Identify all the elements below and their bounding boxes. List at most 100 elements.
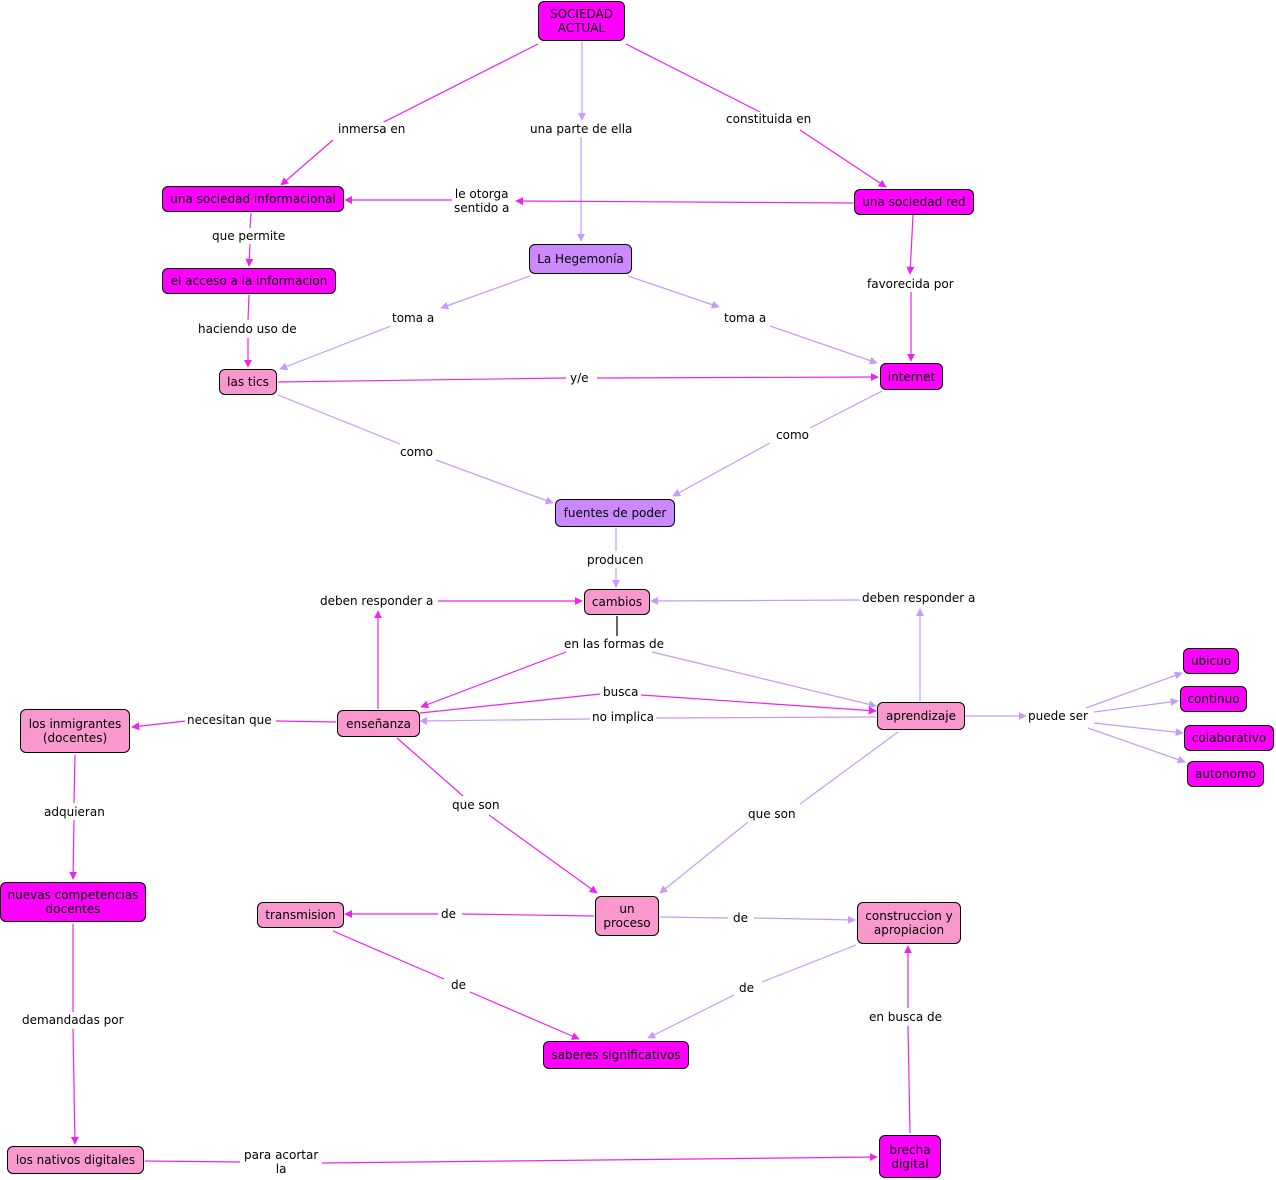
link-deben-responder-left: deben responder a bbox=[318, 594, 436, 608]
edge-de-saberes bbox=[469, 991, 580, 1040]
edge-puedeser-colaborativo bbox=[1093, 722, 1184, 737]
edge-queson-proceso bbox=[488, 814, 598, 894]
edge-ensenanza-busca bbox=[419, 693, 601, 714]
link-de-saberes-left: de bbox=[449, 978, 468, 992]
edge-actual-inmersa bbox=[371, 43, 539, 129]
edge-puedeser-ubicuo bbox=[1085, 671, 1183, 709]
edge-proceso-de-trans bbox=[461, 913, 595, 917]
link-como-left: como bbox=[398, 445, 435, 459]
edge-aprendizaje-queson bbox=[799, 731, 899, 805]
link-y-e: y/e bbox=[568, 371, 591, 385]
edge-tics-ye bbox=[277, 377, 567, 383]
edge-constituida-red bbox=[799, 129, 887, 188]
node-nativos-digitales[interactable]: los nativos digitales bbox=[7, 1146, 144, 1174]
edge-hegemonia-tomaleft bbox=[440, 275, 531, 310]
node-colaborativo[interactable]: colaborativo bbox=[1184, 725, 1274, 751]
link-favorecida-por: favorecida por bbox=[865, 277, 956, 291]
node-internet[interactable]: internet bbox=[880, 363, 943, 390]
link-producen: producen bbox=[585, 553, 646, 567]
edge-acortar-brecha bbox=[321, 1153, 878, 1164]
edge-transmision-de bbox=[332, 930, 445, 980]
edge-ensenanza-necesitan bbox=[275, 720, 337, 723]
link-toma-a-left: toma a bbox=[390, 311, 437, 325]
link-adquieran: adquieran bbox=[42, 805, 107, 819]
node-transmision[interactable]: transmision bbox=[257, 902, 344, 928]
link-en-las-formas-de: en las formas de bbox=[562, 637, 666, 651]
node-un-proceso[interactable]: un proceso bbox=[595, 896, 659, 936]
edge-deben-cambios2 bbox=[650, 596, 861, 605]
node-acceso-informacion[interactable]: el acceso a la informacion bbox=[162, 268, 336, 294]
node-sociedad-red[interactable]: una sociedad red bbox=[854, 189, 974, 215]
link-de-transmision: de bbox=[439, 907, 458, 921]
node-continuo[interactable]: continuo bbox=[1180, 686, 1247, 712]
node-saberes-significativos[interactable]: saberes significativos bbox=[543, 1041, 689, 1069]
link-como-right: como bbox=[774, 428, 811, 442]
edge-aprendizaje-noimplica bbox=[655, 716, 877, 719]
edge-busca-aprendizaje bbox=[640, 694, 877, 715]
link-constituida-en: constituida en bbox=[724, 112, 814, 126]
edge-ensenanza-queson bbox=[396, 737, 464, 797]
node-aprendizaje[interactable]: aprendizaje bbox=[877, 702, 965, 730]
edge-formas-ensenanza bbox=[420, 651, 567, 709]
link-deben-responder-right: deben responder a bbox=[860, 591, 978, 605]
edge-formas-aprendizaje bbox=[651, 651, 877, 709]
edge-puedeser-continuo bbox=[1093, 697, 1179, 713]
edge-quepermite-acceso bbox=[245, 243, 254, 267]
edge-inmigrantes-adquieran bbox=[73, 754, 76, 804]
link-que-son-left: que son bbox=[450, 798, 502, 812]
edge-red-leotorga bbox=[515, 197, 854, 206]
edge-brecha-enbusca bbox=[907, 1025, 911, 1134]
edge-acceso-haciendo bbox=[247, 294, 250, 321]
edge-hegemonia-tomaright bbox=[627, 275, 720, 309]
edge-puedeser-autonomo bbox=[1087, 727, 1186, 764]
link-una-parte-de-ella: una parte de ella bbox=[528, 122, 635, 136]
link-que-permite: que permite bbox=[210, 229, 288, 243]
link-en-busca-de: en busca de bbox=[867, 1010, 945, 1024]
edge-actual-constituida bbox=[625, 43, 761, 113]
edge-de-construccion bbox=[753, 915, 856, 924]
node-fuentes-de-poder[interactable]: fuentes de poder bbox=[555, 499, 675, 527]
link-toma-a-right: toma a bbox=[722, 311, 769, 325]
node-ubicuo[interactable]: ubicuo bbox=[1183, 648, 1239, 674]
node-hegemonia[interactable]: La Hegemonía bbox=[529, 244, 632, 274]
edge-inmersa-informacional bbox=[280, 139, 334, 186]
link-inmersa-en: inmersa en bbox=[336, 122, 408, 136]
link-para-acortar-la: para acortar la bbox=[242, 1148, 321, 1176]
edge-nativos-acortar bbox=[144, 1160, 241, 1163]
edge-de-saberes2 bbox=[647, 994, 735, 1039]
edge-informacional-quepermite bbox=[249, 212, 252, 229]
link-le-otorga: le otorga sentido a bbox=[452, 187, 512, 215]
edge-tomaright-internet bbox=[769, 325, 878, 365]
edge-necesitan-inmigrantes bbox=[131, 720, 187, 731]
node-inmigrantes[interactable]: los inmigrantes (docentes) bbox=[20, 709, 130, 753]
edge-demandadas-nativos bbox=[70, 1028, 79, 1145]
edge-tics-como bbox=[277, 394, 401, 445]
edge-proceso-de-constr bbox=[659, 916, 729, 919]
link-busca: busca bbox=[601, 685, 641, 699]
edge-noimplica-ensenanza bbox=[419, 716, 591, 725]
link-de-construccion: de bbox=[731, 911, 750, 925]
node-cambios[interactable]: cambios bbox=[584, 589, 650, 615]
link-no-implica: no implica bbox=[590, 710, 657, 724]
edge-queson-proceso2 bbox=[659, 821, 749, 894]
link-haciendo-uso-de: haciendo uso de bbox=[196, 322, 299, 336]
edge-red-favorecida bbox=[906, 214, 915, 275]
node-sociedad-informacional[interactable]: una sociedad informacional bbox=[162, 186, 344, 212]
link-que-son-right: que son bbox=[746, 807, 798, 821]
node-sociedad-actual[interactable]: SOCIEDAD ACTUAL bbox=[538, 1, 625, 41]
link-puede-ser: puede ser bbox=[1026, 709, 1090, 723]
node-construccion-apropiacion[interactable]: construccion y apropiacion bbox=[857, 902, 961, 944]
link-demandadas-por: demandadas por bbox=[20, 1013, 126, 1027]
edge-tomaleft-tics bbox=[279, 325, 392, 371]
node-nuevas-competencias[interactable]: nuevas competencias docentes bbox=[0, 882, 146, 922]
node-las-tics[interactable]: las tics bbox=[219, 369, 277, 395]
node-autonomo[interactable]: autonomo bbox=[1187, 761, 1264, 787]
edge-como-fuentes bbox=[435, 459, 554, 505]
link-necesitan-que: necesitan que bbox=[185, 713, 274, 727]
edge-adquieran-competencias bbox=[69, 819, 78, 880]
edge-construccion-de bbox=[761, 944, 857, 983]
edge-ye-internet bbox=[596, 373, 879, 382]
node-brecha-digital[interactable]: brecha digital bbox=[879, 1135, 941, 1178]
node-ensenanza[interactable]: enseñanza bbox=[337, 710, 420, 737]
